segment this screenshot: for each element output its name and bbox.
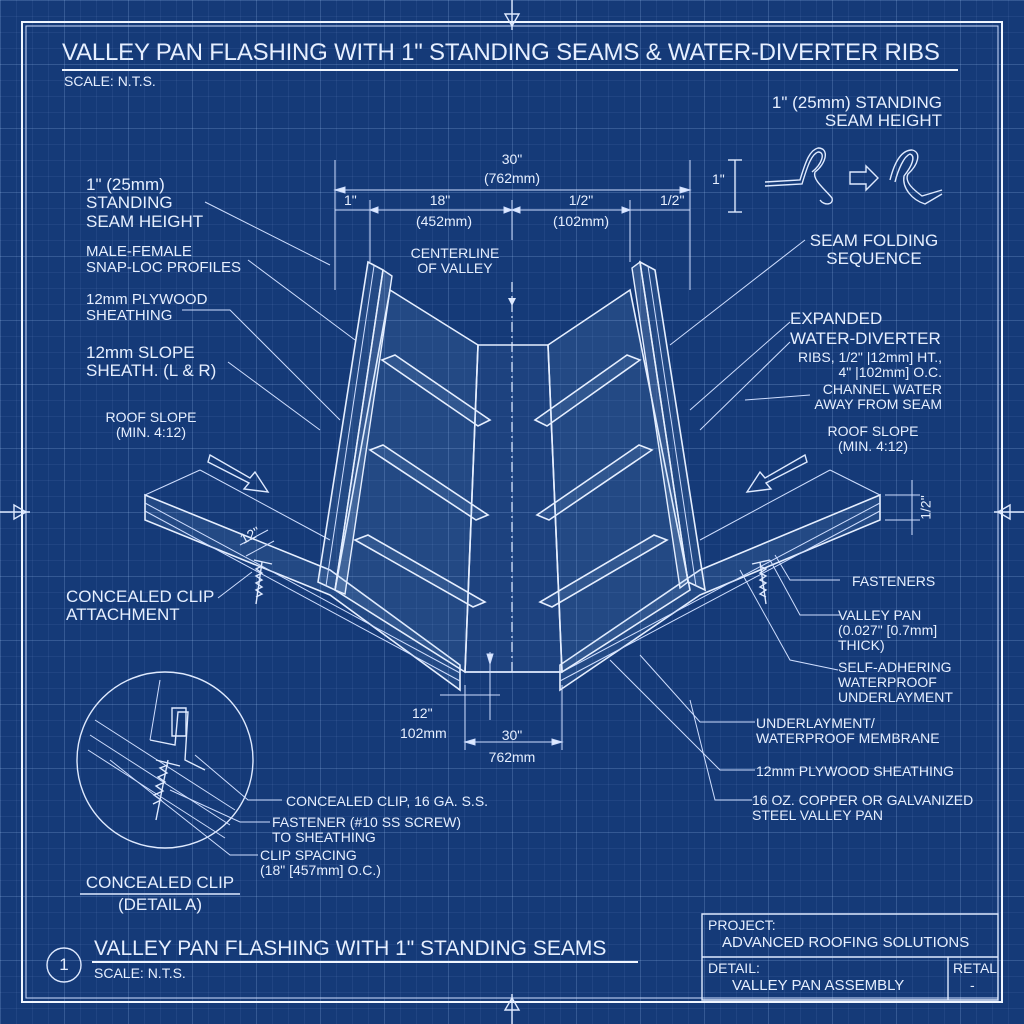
label-copper-pan: 16 OZ. COPPER OR GALVANIZED STEEL VALLEY… xyxy=(752,792,974,824)
title-block-project-label: PROJECT: xyxy=(708,917,776,933)
label-seam-height-right: 1" (25mm) STANDING SEAM HEIGHT xyxy=(771,93,942,131)
label-expanded: EXPANDED xyxy=(790,309,883,328)
dim-bottom-12-metric: 102mm xyxy=(400,725,447,741)
left-fastener-screw xyxy=(254,560,272,604)
dim-seam-detail-height: 1" xyxy=(712,171,725,187)
label-rib-spec: RIBS, 1/2" |12mm] HT., 4" |102mm] O.C. xyxy=(798,349,942,381)
dim-span-18-metric: (452mm) xyxy=(415,213,472,229)
title-block-project-value: ADVANCED ROOFING SOLUTIONS xyxy=(722,934,970,951)
dim-overall-top: 30" xyxy=(501,151,523,167)
left-standing-seam xyxy=(318,262,392,594)
seam-folding-sequence xyxy=(728,148,942,212)
right-standing-seam xyxy=(632,262,705,590)
dim-bottom-30: 30" xyxy=(501,727,523,743)
detail-a-subtitle: (DETAIL A) xyxy=(117,895,203,914)
title-block-retal-label: RETAL xyxy=(953,960,998,976)
top-dimensions xyxy=(335,160,690,290)
roof-slope-arrow-right xyxy=(747,455,807,492)
label-seam-folding: SEAM FOLDING SEQUENCE xyxy=(809,231,939,269)
footer-detail-circle xyxy=(47,948,81,982)
title-block-detail-label: DETAIL: xyxy=(708,960,760,976)
dim-bottom-12: 12" xyxy=(412,705,433,721)
label-plywood-left: 12mm PLYWOOD SHEATHING xyxy=(86,291,208,325)
label-clip-16ga: CONCEALED CLIP, 16 GA. S.S. xyxy=(286,793,489,809)
label-clip-spacing: CLIP SPACING (18" [457mm] O.C.) xyxy=(260,847,381,879)
dim-overall-top-metric: (762mm) xyxy=(483,170,540,186)
leader-lines xyxy=(110,202,840,855)
right-sheathing-slab xyxy=(560,470,880,690)
dim-span-half-metric: (102mm) xyxy=(552,213,609,229)
label-self-adhering: SELF-ADHERING WATERPROOF UNDERLAYMENT xyxy=(838,659,953,706)
label-fasteners: FASTENERS xyxy=(852,573,936,589)
footer-title: VALLEY PAN FLASHING WITH 1" STANDING SEA… xyxy=(94,937,607,960)
detail-a-title: CONCEALED CLIP xyxy=(85,873,235,892)
label-slope-sheath: 12mm SLOPE SHEATH. (L & R) xyxy=(86,343,217,381)
left-diverter-ribs xyxy=(355,355,490,607)
label-underlayment: UNDERLAYMENT/ WATERPROOF MEMBRANE xyxy=(756,715,940,747)
label-channel-water: CHANNEL WATER AWAY FROM SEAM xyxy=(814,381,942,413)
dim-seam-left: 1" xyxy=(344,192,357,208)
label-roof-slope-left: ROOF SLOPE (MIN. 4:12) xyxy=(105,409,197,441)
dim-seam-right: 1/2" xyxy=(660,192,685,208)
drawing-title: VALLEY PAN FLASHING WITH 1" STANDING SEA… xyxy=(62,39,940,66)
label-plywood-right: 12mm PLYWOOD SHEATHING xyxy=(756,763,954,779)
roof-slope-arrow-left xyxy=(208,455,268,492)
label-valley-pan: VALLEY PAN (0.027" [0.7mm] THICK) xyxy=(838,607,938,654)
right-fastener-screw xyxy=(752,560,770,604)
right-half-inch-dimension xyxy=(885,480,920,535)
label-snap-loc: MALE-FEMALE SNAP-LOC PROFILES xyxy=(86,243,242,277)
right-diverter-ribs xyxy=(535,355,667,607)
dim-span-half: 1/2" xyxy=(568,192,594,208)
dim-right-half: 1/2" xyxy=(917,495,934,520)
detail-a-circle xyxy=(77,672,253,848)
label-seam-height-left: 1" (25mm) STANDING SEAM HEIGHT xyxy=(86,175,204,231)
title-block-detail-value: VALLEY PAN ASSEMBLY xyxy=(732,977,905,994)
title-block-retal-value: - xyxy=(970,977,975,993)
left-sheathing-slab xyxy=(145,470,460,690)
title-block-frame xyxy=(702,914,998,1000)
footer-scale: SCALE: N.T.S. xyxy=(94,965,186,981)
footer-detail-number: 1 xyxy=(59,955,69,974)
label-roof-slope-right: ROOF SLOPE (MIN. 4:12) xyxy=(827,423,919,455)
label-concealed-clip-attachment: CONCEALED CLIP ATTACHMENT xyxy=(66,587,215,625)
label-centerline: CENTERLINE OF VALLEY xyxy=(410,245,500,277)
bottom-dimensions xyxy=(440,652,562,750)
label-water-diverter: WATER-DIVERTER xyxy=(790,329,941,348)
drawing-scale: SCALE: N.T.S. xyxy=(64,73,156,89)
dim-span-18: 18" xyxy=(429,192,451,208)
label-fastener-10: FASTENER (#10 SS SCREW) TO SHEATHING xyxy=(272,814,462,846)
dim-bottom-30-metric: 762mm xyxy=(488,749,536,765)
